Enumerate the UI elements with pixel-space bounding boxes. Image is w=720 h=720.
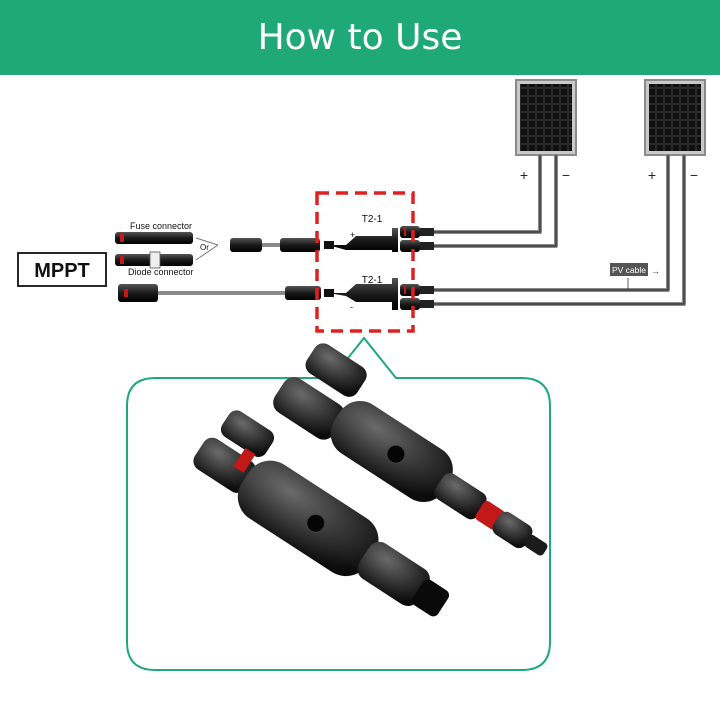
page-title: How to Use [257,17,463,58]
pv-cable-tag [610,263,648,276]
or-label: Or [200,243,209,252]
pv-cable-arrow-icon: → [651,266,660,276]
branch-connector-icon [324,228,398,310]
mc4-connector-icon [400,226,434,310]
panel-right-minus-label: − [690,167,698,183]
pv-cables [158,155,686,306]
solar-panel-left-icon [515,79,577,156]
solar-panel-right-icon [644,79,706,156]
branch-top-label: T2-1 [362,214,383,225]
header-banner: How to Use [0,0,720,75]
inline-connectors [118,238,321,302]
branch-bottom-label: T2-1 [362,275,383,286]
wiring-diagram: + − + − T2-1 T2 [17,79,706,671]
fuse-connector-label: Fuse connector [130,221,192,231]
branch-top-plus: + [350,230,355,240]
choice-bracket [195,237,219,261]
fuse-connector-icon [115,232,193,244]
diode-connector-icon [115,251,193,269]
pv-cable-label: PV cable [612,265,646,275]
diode-connector-label: Diode connector [128,267,194,277]
panel-right-plus-label: + [648,167,656,183]
branch-connector-photo [193,343,548,617]
mppt-label: MPPT [34,260,90,282]
branch-bottom-minus: - [350,302,353,312]
panel-left-plus-label: + [520,167,528,183]
panel-left-minus-label: − [562,167,570,183]
highlight-box [315,191,415,333]
mppt-box [17,252,107,287]
